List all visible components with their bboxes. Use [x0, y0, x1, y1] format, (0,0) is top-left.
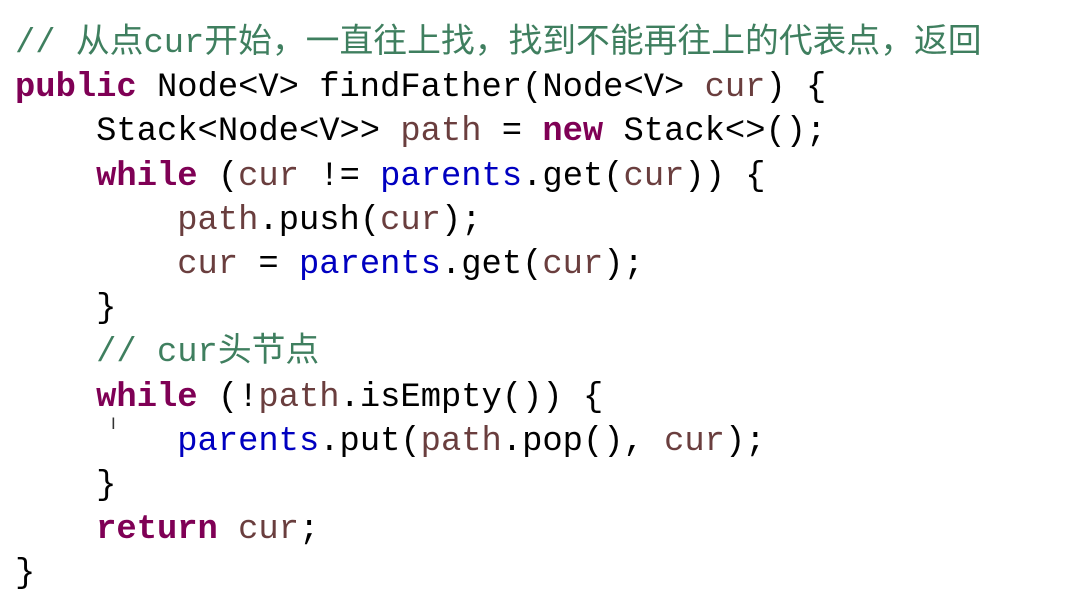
code-token-plain: .get(: [522, 157, 624, 196]
code-token-plain: .pop(),: [501, 422, 665, 461]
code-token-comment: // cur头节点: [15, 334, 320, 373]
code-token-plain: );: [440, 201, 482, 240]
code-token-plain: }: [15, 290, 117, 329]
code-token-plain: .put(: [319, 422, 421, 461]
code-line: return cur;: [15, 508, 982, 552]
code-token-plain: =: [481, 113, 543, 152]
code-line: }: [15, 552, 982, 596]
code-token-var: path: [400, 113, 482, 152]
code-line: // 从点cur开始，一直往上找，找到不能再往上的代表点，返回: [15, 22, 982, 66]
code-line: parents.put(path.pop(), cur);: [15, 420, 982, 464]
code-token-var: cur: [380, 201, 441, 240]
code-token-var: path: [420, 422, 502, 461]
code-token-var: cur: [177, 245, 239, 284]
code-token-var: cur: [704, 69, 766, 108]
code-token-kw: while: [96, 378, 198, 417]
code-token-var: path: [258, 378, 340, 417]
code-line: while (!path.isEmpty()) {: [15, 376, 982, 420]
code-token-plain: [15, 379, 96, 417]
code-token-plain: !=: [299, 157, 381, 196]
code-token-var: path: [177, 201, 259, 240]
code-token-plain: [15, 511, 96, 549]
code-line: path.push(cur);: [15, 199, 982, 243]
code-token-var: cur: [238, 511, 299, 550]
code-token-plain: }: [15, 466, 117, 505]
code-token-field: parents: [177, 422, 320, 461]
code-token-var: cur: [664, 422, 725, 461]
code-token-plain: Stack<Node<V>>: [15, 113, 401, 152]
code-token-plain: ;: [299, 511, 320, 550]
code-token-kw: while: [96, 157, 198, 196]
code-token-kw: new: [542, 113, 604, 152]
code-token-plain: [15, 246, 177, 284]
code-line: while (cur != parents.get(cur)) {: [15, 155, 982, 199]
code-token-plain: .push(: [258, 201, 381, 240]
code-line: }: [15, 464, 982, 508]
code-line: Stack<Node<V>> path = new Stack<>();: [15, 110, 982, 154]
code-line: }: [15, 287, 982, 331]
code-token-comment: // 从点cur开始，一直往上找，找到不能再往上的代表点，返回: [15, 25, 982, 63]
code-line: public Node<V> findFather(Node<V> cur) {: [15, 66, 982, 110]
code-token-plain: [218, 511, 238, 549]
code-token-plain: (!: [197, 378, 259, 417]
code-token-var: cur: [238, 157, 299, 196]
code-token-plain: Node<V> findFather(Node<V>: [136, 69, 705, 108]
code-token-var: cur: [542, 245, 604, 284]
code-line: cur = parents.get(cur);: [15, 243, 982, 287]
code-token-plain: );: [603, 245, 644, 284]
code-token-plain: .get(: [440, 245, 543, 284]
code-token-plain: [15, 202, 177, 240]
code-token-plain: [15, 158, 96, 196]
code-token-plain: [15, 423, 177, 461]
code-token-plain: =: [238, 245, 299, 284]
code-token-field: parents: [298, 245, 441, 284]
code-line: // cur头节点: [15, 331, 982, 375]
code-token-plain: .isEmpty()) {: [339, 378, 604, 417]
code-token-field: parents: [380, 157, 523, 196]
text-cursor-icon: I: [111, 414, 116, 433]
code-token-plain: }: [15, 555, 36, 594]
code-token-var: cur: [623, 157, 685, 196]
code-token-plain: );: [724, 422, 766, 461]
code-token-plain: Stack<>();: [603, 113, 827, 152]
code-token-kw: public: [15, 69, 137, 108]
code-token-kw: return: [96, 511, 218, 550]
code-token-plain: ) {: [765, 69, 827, 108]
code-token-plain: (: [197, 157, 239, 196]
code-token-plain: )) {: [684, 157, 766, 196]
